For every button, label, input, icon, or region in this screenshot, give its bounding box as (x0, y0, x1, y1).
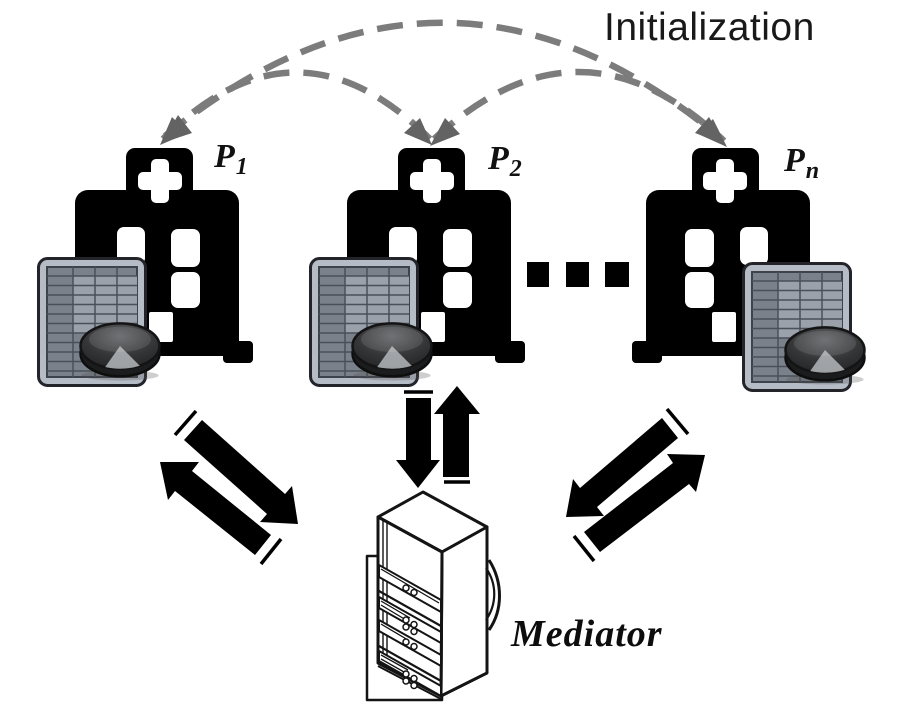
arc-p1-p2 (160, 69, 433, 142)
party-1-symbol: P (214, 138, 235, 175)
party-n-group (632, 148, 866, 392)
party-n-subscript: n (805, 158, 820, 184)
uplink-arrow (584, 454, 705, 552)
initialization-label: Initialization (604, 6, 815, 49)
mediator-label: Mediator (511, 613, 663, 655)
downlink-arrow (566, 418, 678, 517)
arc-p2-pn (431, 68, 727, 144)
party-2-group (309, 148, 525, 387)
ellipsis-dots (527, 262, 629, 287)
arc-arrowheads (160, 115, 727, 147)
arrowhead-at-p2-left (404, 118, 432, 145)
arrowhead-at-p2-right (430, 118, 460, 146)
arrowhead-at-p1-outer (162, 115, 192, 143)
uplink-tail-tick (572, 534, 596, 563)
link-p2-mediator (396, 386, 480, 488)
party-n-symbol: P (784, 142, 805, 179)
initialization-arcs (160, 19, 727, 144)
link-pn-mediator (566, 407, 705, 563)
party-1-label: P1 (214, 138, 248, 179)
uplink-arrow (160, 462, 271, 555)
downlink-arrow (396, 398, 440, 488)
downlink-arrow (184, 420, 298, 524)
uplink-arrow (434, 386, 480, 477)
party-2-subscript: 2 (509, 156, 522, 182)
uplink-tail-tick (259, 537, 283, 566)
arrowhead-at-pn-outer (695, 117, 725, 144)
rack-right-face (439, 525, 489, 698)
party-1-group (37, 148, 253, 387)
party-n-label: Pn (784, 142, 819, 183)
party-2-label: P2 (488, 140, 522, 181)
link-p1-mediator (160, 409, 298, 566)
server-rack-icon (365, 490, 501, 702)
downlink-tail-tick (665, 407, 690, 436)
downlink-tail-tick (173, 409, 198, 437)
rack-side-handle (487, 559, 501, 631)
party-1-subscript: 1 (235, 154, 248, 180)
party-2-symbol: P (488, 140, 509, 177)
